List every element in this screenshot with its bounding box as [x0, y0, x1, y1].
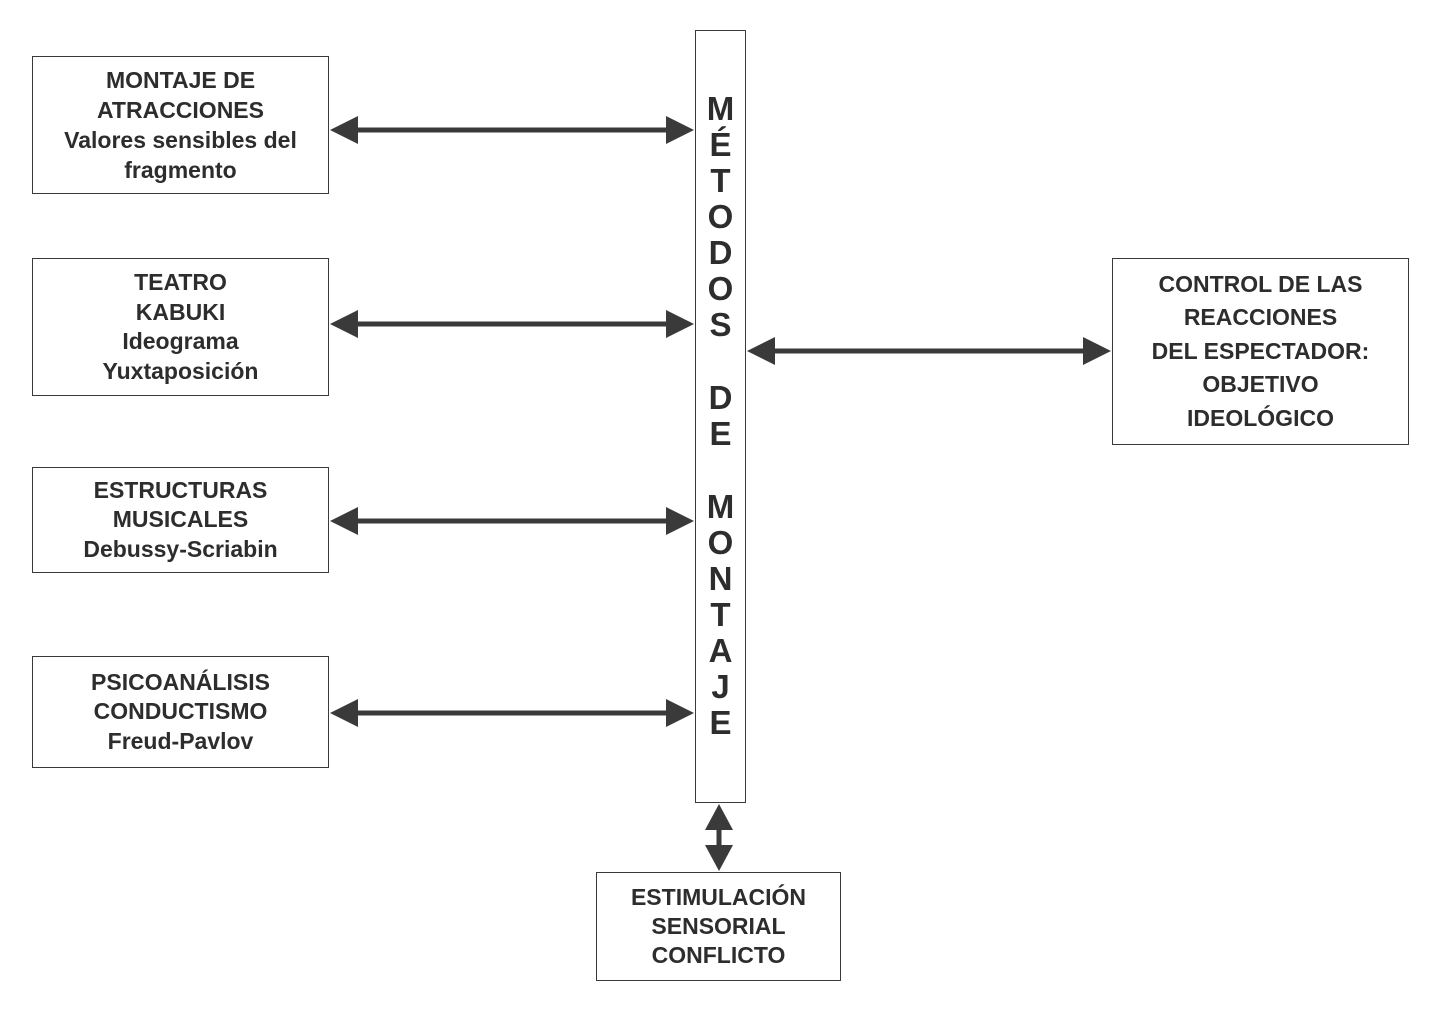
box-line: IDEOLÓGICO	[1187, 404, 1334, 431]
central-vertical-title: M É T O D O S D E M O N T A J E	[696, 91, 745, 741]
vertical-letter: O	[707, 524, 734, 561]
box-line: ESTRUCTURAS	[93, 476, 268, 503]
box-line: Freud-Pavlov	[107, 727, 254, 754]
vertical-letter: O	[707, 270, 734, 307]
box-line: REACCIONES	[1183, 304, 1338, 331]
arrowhead-control-left	[747, 337, 775, 365]
arrowhead-psico-left	[330, 699, 358, 727]
arrowhead-atracciones-left	[330, 116, 358, 144]
box-line: OBJETIVO	[1202, 371, 1319, 398]
arrowhead-teatro-left	[330, 310, 358, 338]
central-bar-metodos-de-montaje: M É T O D O S D E M O N T A J E	[695, 30, 746, 803]
box-line: Yuxtaposición	[102, 357, 259, 384]
box-line: SENSORIAL	[651, 913, 786, 939]
box-line: CONDUCTISMO	[93, 698, 268, 725]
box-psicoanalisis-conductismo: PSICOANÁLISIS CONDUCTISMO Freud-Pavlov	[32, 656, 329, 768]
box-control-de-las-reacciones: CONTROL DE LAS REACCIONES DEL ESPECTADOR…	[1112, 258, 1409, 445]
vertical-letter: N	[708, 560, 733, 597]
box-line: Ideograma	[122, 328, 239, 354]
box-line: CONTROL DE LAS	[1158, 270, 1363, 297]
box-line: MONTAJE DE	[105, 67, 256, 93]
box-line: DEL ESPECTADOR:	[1151, 337, 1370, 364]
arrowhead-teatro-right	[666, 310, 694, 338]
vertical-letter: D	[708, 379, 733, 416]
arrowhead-control-right	[1083, 337, 1111, 365]
vertical-letter: T	[710, 162, 731, 199]
box-line: MUSICALES	[112, 506, 249, 533]
arrowhead-psico-right	[666, 699, 694, 727]
vertical-letter: J	[711, 668, 730, 705]
vertical-letter: T	[710, 596, 731, 633]
box-line: fragmento	[124, 157, 237, 183]
vertical-letter: É	[709, 126, 732, 163]
arrowhead-musicales-left	[330, 507, 358, 535]
arrowhead-estimulacion-down	[705, 845, 733, 871]
box-line: ESTIMULACIÓN	[630, 884, 807, 910]
box-line: KABUKI	[135, 298, 226, 325]
vertical-letter: D	[708, 234, 733, 271]
box-line: CONFLICTO	[651, 942, 786, 968]
box-line: PSICOANÁLISIS	[91, 668, 270, 695]
vertical-letter: M	[706, 488, 735, 525]
box-estimulacion-sensorial: ESTIMULACIÓN SENSORIAL CONFLICTO	[596, 872, 841, 981]
vertical-letter: M	[706, 90, 735, 127]
box-montaje-de-atracciones: MONTAJE DE ATRACCIONES Valores sensibles…	[32, 56, 329, 194]
box-line: ATRACCIONES	[97, 97, 264, 123]
box-line: TEATRO	[134, 269, 227, 295]
vertical-letter: E	[709, 704, 732, 741]
arrowhead-musicales-right	[666, 507, 694, 535]
box-line: Debussy-Scriabin	[83, 535, 278, 562]
arrowhead-estimulacion-up	[705, 804, 733, 830]
vertical-letter: E	[709, 415, 732, 452]
vertical-letter: O	[707, 198, 734, 235]
box-line: Valores sensibles del	[64, 127, 297, 153]
box-teatro-kabuki: TEATRO KABUKI Ideograma Yuxtaposición	[32, 258, 329, 396]
vertical-letter: A	[708, 632, 733, 669]
vertical-letter: S	[709, 306, 732, 343]
arrowhead-atracciones-right	[666, 116, 694, 144]
box-estructuras-musicales: ESTRUCTURAS MUSICALES Debussy-Scriabin	[32, 467, 329, 573]
